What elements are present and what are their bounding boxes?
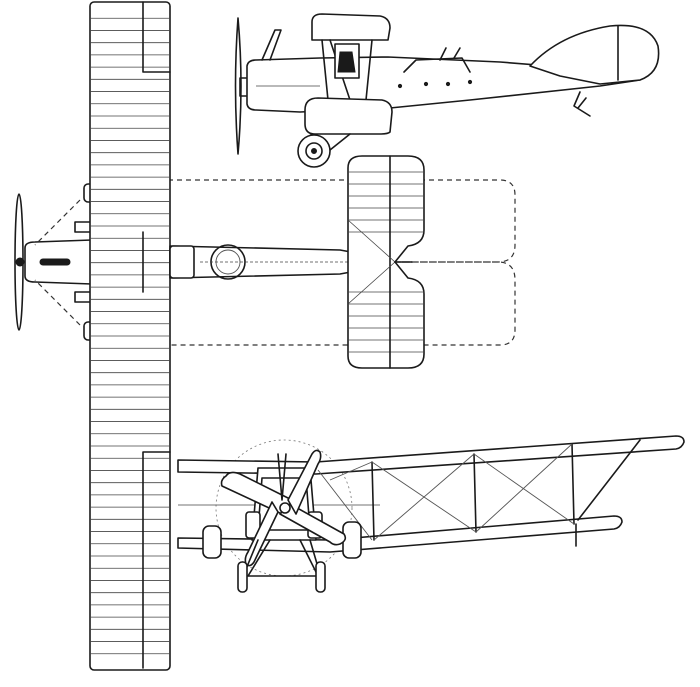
tailplane-ribs [348, 171, 424, 353]
radiator-left [202, 525, 222, 559]
plan-view [14, 1, 516, 671]
propeller-side [234, 17, 242, 155]
tailplane [347, 155, 425, 369]
cockpit-plan [169, 245, 195, 279]
fin-rudder [529, 24, 660, 85]
engine-detail [39, 258, 71, 266]
bracing-wires [317, 443, 575, 541]
upper-wing-side [311, 13, 391, 41]
side-view [234, 13, 660, 168]
front-view [177, 435, 685, 593]
lower-wing-outline-dashed [150, 179, 516, 346]
upper-wing-front [177, 435, 685, 475]
propeller-blade-3 [287, 449, 322, 515]
landing-gear-front [243, 539, 321, 577]
main-plane-ribs [90, 17, 170, 655]
aileron-upper [142, 1, 171, 73]
radiator-right [342, 521, 362, 559]
interplane-struts [371, 439, 641, 541]
lower-wing-side [304, 97, 393, 135]
wheel-left [237, 561, 248, 593]
spinner-plan [15, 257, 25, 267]
propeller-hub [279, 502, 291, 514]
wheel-right [315, 561, 326, 593]
lower-wing-front [177, 515, 623, 553]
aileron-lower [142, 451, 171, 669]
